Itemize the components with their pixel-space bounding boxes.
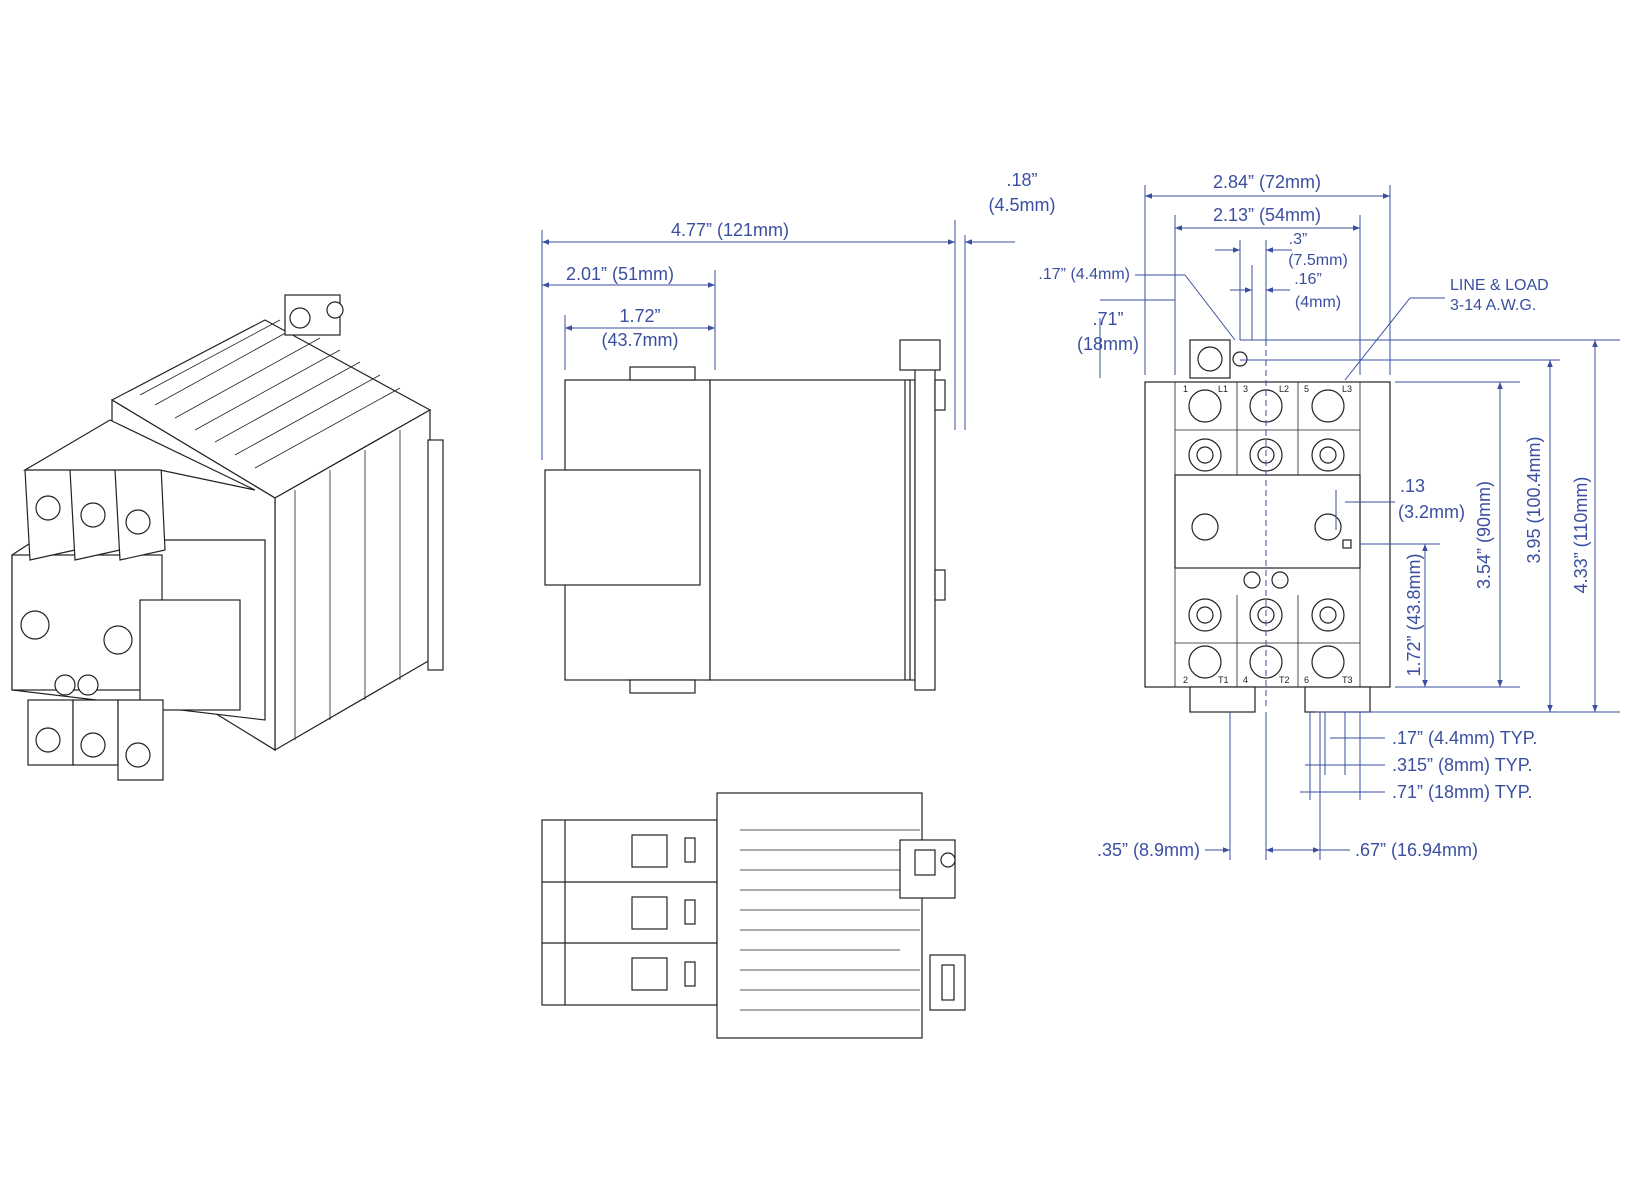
typ-17-label: .17” (4.4mm) TYP. bbox=[1392, 728, 1537, 748]
terminal-label: T1 bbox=[1218, 675, 1229, 685]
front-view-dimensions: 2.84” (72mm) 2.13” (54mm) .3” (7.5mm) .1… bbox=[1038, 172, 1620, 860]
dim-16-mm-label: (4mm) bbox=[1295, 294, 1341, 311]
dim-3-mm-label: (7.5mm) bbox=[1288, 252, 1348, 269]
terminal-label: 3 bbox=[1243, 384, 1248, 394]
dim-354-label: 3.54” (90mm) bbox=[1474, 481, 1494, 589]
front-depth-label: 2.01” (51mm) bbox=[566, 264, 674, 284]
dim-16-in-label: .16” bbox=[1294, 271, 1322, 288]
dim-71-in-label: .71” bbox=[1092, 309, 1123, 329]
terminal-label: T2 bbox=[1279, 675, 1290, 685]
dim-395-label: 3.95 (100.4mm) bbox=[1524, 436, 1544, 563]
terminal-label: L3 bbox=[1342, 384, 1352, 394]
front-view: 1 L1 3 L2 5 L3 2 T1 4 T2 6 T3 bbox=[1144, 339, 1391, 713]
wire-note-line2: 3-14 A.W.G. bbox=[1450, 297, 1536, 314]
width-outer-label: 2.84” (72mm) bbox=[1213, 172, 1321, 192]
side-view bbox=[544, 339, 946, 694]
terminal-label: 5 bbox=[1304, 384, 1309, 394]
dim-17-label: .17” (4.4mm) bbox=[1038, 266, 1130, 283]
dim-13-mm-label: (3.2mm) bbox=[1398, 502, 1465, 522]
dim-3-in-label: .3” bbox=[1289, 231, 1308, 248]
isometric-view bbox=[11, 294, 444, 781]
dim-13-in-label: .13 bbox=[1400, 476, 1425, 496]
terminal-label: L1 bbox=[1218, 384, 1228, 394]
terminal-label: 4 bbox=[1243, 675, 1248, 685]
terminal-label: T3 bbox=[1342, 675, 1353, 685]
clip-thickness-mm-label: (4.5mm) bbox=[989, 195, 1056, 215]
cover-depth-mm-label: (43.7mm) bbox=[601, 330, 678, 350]
terminal-label: 2 bbox=[1183, 675, 1188, 685]
typ-315-label: .315” (8mm) TYP. bbox=[1392, 755, 1532, 775]
terminal-label: 1 bbox=[1183, 384, 1188, 394]
overall-width-label: 4.77” (121mm) bbox=[671, 220, 789, 240]
top-view bbox=[541, 792, 966, 1039]
typ-71-label: .71” (18mm) TYP. bbox=[1392, 782, 1532, 802]
clip-thickness-in-label: .18” bbox=[1006, 170, 1037, 190]
side-view-dimensions: 4.77” (121mm) .18” (4.5mm) 2.01” (51mm) … bbox=[541, 170, 1056, 460]
cover-depth-in-label: 1.72” bbox=[619, 306, 660, 326]
terminal-label: L2 bbox=[1279, 384, 1289, 394]
dim-35-label: .35” (8.9mm) bbox=[1097, 840, 1200, 860]
dim-433-label: 4.33” (110mm) bbox=[1571, 477, 1591, 594]
dim-67-label: .67” (16.94mm) bbox=[1355, 840, 1478, 860]
terminal-label: 6 bbox=[1304, 675, 1309, 685]
dim-71-mm-label: (18mm) bbox=[1077, 334, 1139, 354]
wire-note-line1: LINE & LOAD bbox=[1450, 277, 1549, 294]
width-inner-label: 2.13” (54mm) bbox=[1213, 205, 1321, 225]
dim-172-label: 1.72” (43.8mm) bbox=[1404, 553, 1424, 676]
